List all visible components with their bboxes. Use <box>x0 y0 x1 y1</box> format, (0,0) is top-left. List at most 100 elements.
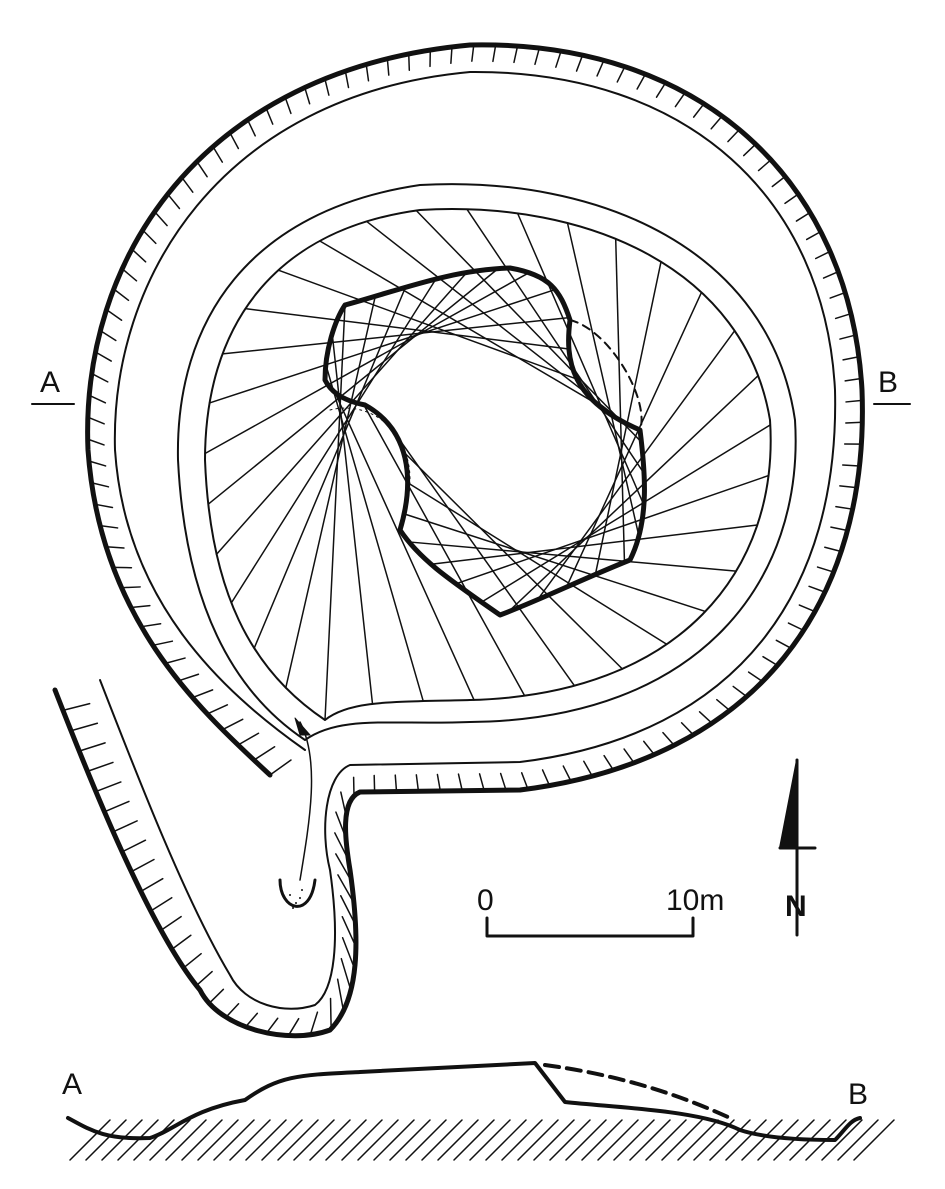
hachure-line <box>195 970 213 987</box>
hachure-line <box>113 288 130 302</box>
hachure-line <box>91 372 109 383</box>
hachure-line <box>336 978 345 1012</box>
hachure-line <box>171 934 192 951</box>
hatch-line <box>421 1119 463 1161</box>
hachure-line <box>340 791 347 817</box>
hachure-line <box>643 740 656 756</box>
hachure-line <box>62 702 91 712</box>
hachure-line <box>457 773 463 792</box>
hachure-line <box>130 858 155 873</box>
hatch-line <box>821 1119 863 1161</box>
scale-bar <box>485 916 695 938</box>
hachure-line <box>140 622 162 628</box>
outer-ditch-inner-edge <box>99 70 837 1010</box>
hatch-line <box>101 1119 143 1161</box>
hachure-line <box>265 1017 279 1034</box>
hachure-line <box>339 894 357 926</box>
hachure-line <box>269 759 292 776</box>
hachure-line <box>480 424 772 603</box>
hachure-line <box>795 211 811 222</box>
hatch-line <box>597 1119 639 1161</box>
hachure-line <box>842 464 861 467</box>
hachure-line <box>555 50 562 68</box>
scale-start-label: 0 <box>477 884 494 917</box>
hatch-line <box>853 1119 895 1161</box>
hatch-line <box>725 1119 767 1161</box>
hachure-line <box>140 877 164 893</box>
central-platform <box>322 265 647 618</box>
hachure-line <box>536 330 736 601</box>
hachure-line <box>121 839 147 853</box>
hachure-line <box>215 271 468 556</box>
hachure-line <box>402 450 624 670</box>
hachure-line <box>839 485 858 489</box>
hachure-line <box>344 70 350 89</box>
hachure-line <box>237 732 260 746</box>
hatch-line <box>741 1119 783 1161</box>
hachure-line <box>742 143 757 157</box>
hatch-line <box>693 1119 735 1161</box>
hachure-line <box>727 128 741 143</box>
profile-reconstructed-line <box>543 1063 732 1120</box>
hachure-line <box>775 639 792 650</box>
hachure-line <box>121 268 138 282</box>
hachure-line <box>149 896 173 912</box>
hachure-line <box>787 622 805 632</box>
hatch-line <box>117 1119 159 1161</box>
hachure-line <box>732 685 748 698</box>
hachure-line <box>167 193 181 210</box>
hachure-line <box>285 295 377 689</box>
hachure-line <box>334 391 475 701</box>
hachure-line <box>177 673 200 682</box>
hatch-line <box>325 1119 367 1161</box>
hachure-line <box>436 773 442 792</box>
hachure-line <box>822 270 839 279</box>
hachure-line <box>845 399 864 403</box>
hatch-line <box>645 1119 687 1161</box>
hatch-line <box>677 1119 719 1161</box>
hachure-line <box>692 103 705 118</box>
hachure-line <box>507 374 759 613</box>
hachure-line <box>78 742 106 752</box>
hachure-line <box>408 541 737 572</box>
channel-end <box>278 878 317 908</box>
hachure-line <box>103 800 130 813</box>
hachure-line <box>94 351 112 362</box>
hachure-line <box>86 438 105 446</box>
hachure-line <box>208 288 556 404</box>
hachure-line <box>455 474 770 585</box>
section-label-b: B <box>878 366 899 399</box>
hachure-line <box>164 657 186 665</box>
hatch-line <box>789 1119 831 1161</box>
hachure-line <box>230 278 437 604</box>
hachure-line <box>562 765 572 783</box>
hachure-line <box>212 145 224 163</box>
hachure-line <box>95 781 122 793</box>
hachure-line <box>221 718 244 731</box>
hachure-line <box>747 671 764 683</box>
hatch-line <box>773 1119 815 1161</box>
hachure-line <box>191 689 214 699</box>
hachure-line <box>277 269 578 380</box>
hachure-line <box>87 416 105 425</box>
hachure-line <box>623 748 635 764</box>
hachure-line <box>208 988 225 1005</box>
hachure-line <box>614 238 626 563</box>
hachure-line <box>229 132 240 150</box>
hachure-line <box>698 711 713 724</box>
hachure-line <box>834 312 852 320</box>
hachure-line <box>244 1012 259 1028</box>
hachure-line <box>365 63 370 82</box>
hatch-line <box>213 1119 255 1161</box>
hachure-line <box>86 761 114 773</box>
hatch-line <box>549 1119 591 1161</box>
hatch-line <box>405 1119 447 1161</box>
hachure-line <box>88 460 107 467</box>
hachure-line <box>99 524 119 529</box>
hachure-line <box>99 329 117 342</box>
hachure-line <box>265 107 274 125</box>
hachure-line <box>583 760 594 777</box>
hatch-line <box>389 1119 431 1161</box>
hachure-line <box>805 230 822 241</box>
hatch-line <box>709 1119 751 1161</box>
